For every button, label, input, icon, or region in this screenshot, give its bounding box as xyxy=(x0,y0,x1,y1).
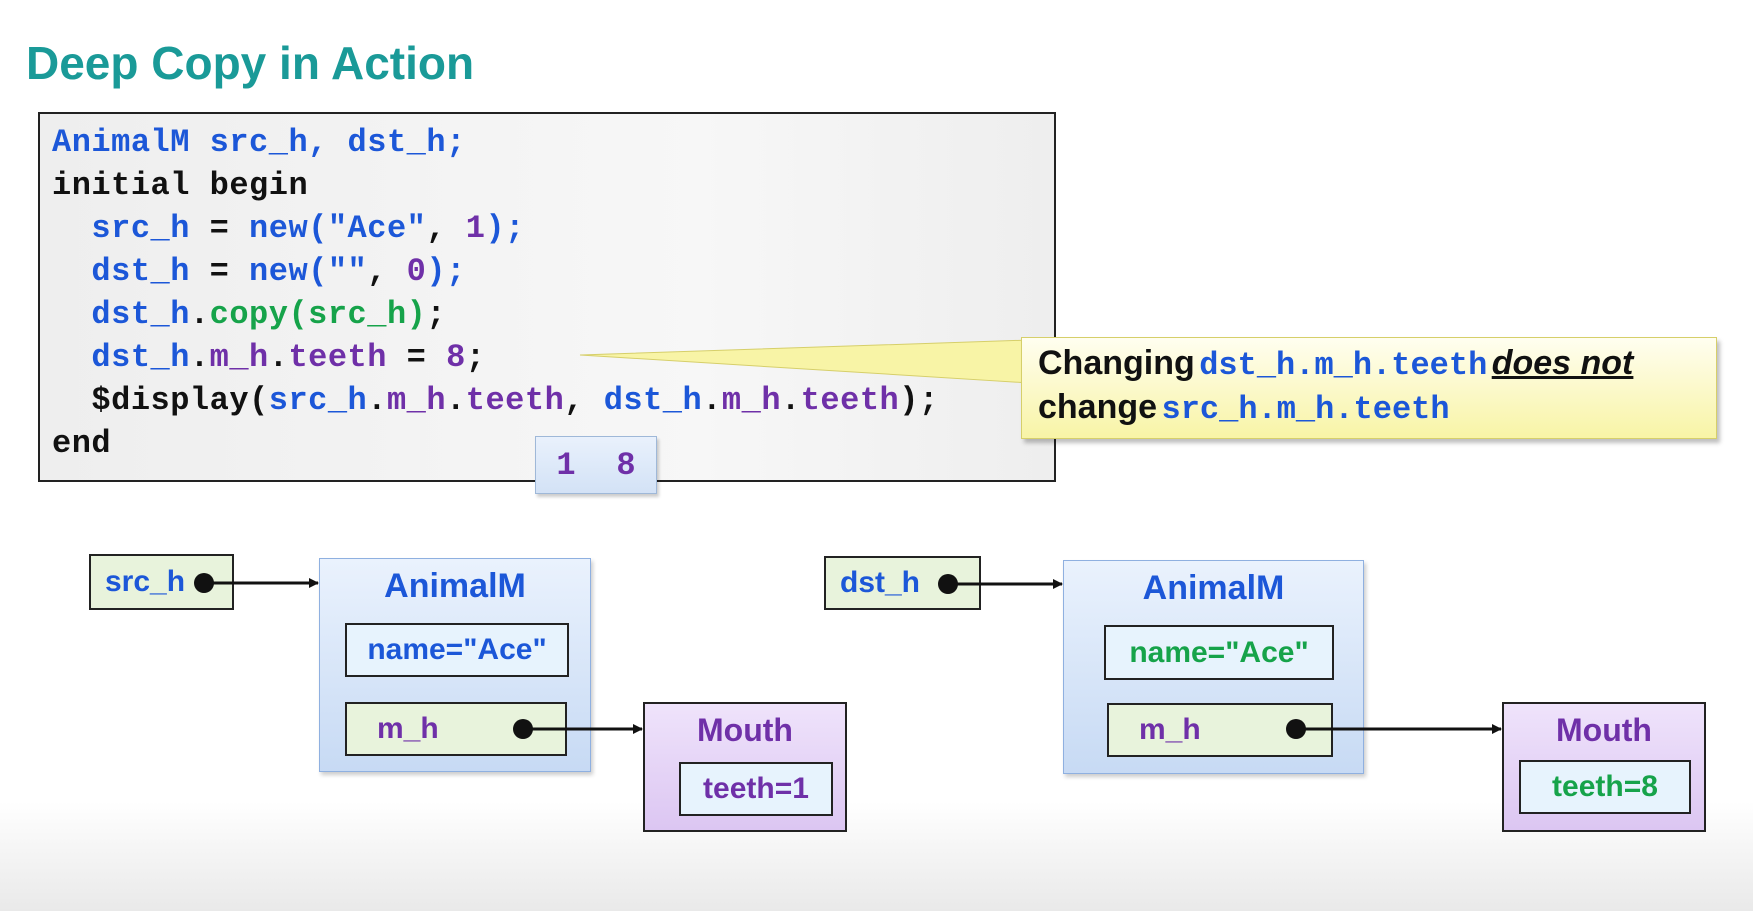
src-object-title: AnimalM xyxy=(384,567,526,605)
code-line-6: dst_h.m_h.teeth = 8; xyxy=(52,339,485,376)
src-mh-field: m_h xyxy=(345,702,567,756)
code-token: AnimalM xyxy=(52,124,190,161)
code-token: new( xyxy=(249,253,328,290)
code-line-2: initial begin xyxy=(52,167,308,204)
src-mouth-title: Mouth xyxy=(697,712,793,748)
dst-handle-label: dst_h xyxy=(840,566,921,599)
dst-mh-field: m_h xyxy=(1107,703,1333,757)
code-token: = xyxy=(189,210,250,247)
callout-line-2: change src_h.m_h.teeth xyxy=(1038,388,1700,432)
code-token: "" xyxy=(327,253,368,290)
code-token: ; xyxy=(465,339,486,376)
code-token: teeth xyxy=(288,339,387,376)
code-token: src_h, dst_h; xyxy=(209,124,466,161)
code-token: src_h xyxy=(91,210,190,247)
callout-line-1: Changing dst_h.m_h.teeth does not xyxy=(1038,344,1700,388)
code-token: = xyxy=(386,339,447,376)
code-token: , xyxy=(367,253,407,290)
dst-handle-box: dst_h xyxy=(824,556,981,610)
src-teeth-field: teeth=1 xyxy=(679,762,833,816)
callout-code: src_h.m_h.teeth xyxy=(1161,391,1450,428)
code-block: AnimalM src_h, dst_h; initial begin src_… xyxy=(38,112,1056,482)
code-line-4: dst_h = new("", 0); xyxy=(52,253,466,290)
code-token: copy(src_h) xyxy=(209,296,427,333)
code-token: m_h xyxy=(209,339,269,376)
src-mouth-object: Mouth teeth=1 xyxy=(643,702,847,832)
code-token: , xyxy=(564,382,604,419)
code-token: dst_h xyxy=(91,339,190,376)
code-token: . xyxy=(268,339,289,376)
code-token: = xyxy=(189,253,250,290)
dst-animal-object: AnimalM name="Ace" m_h xyxy=(1063,560,1364,774)
code-line-5: dst_h.copy(src_h); xyxy=(52,296,446,333)
code-token: m_h xyxy=(386,382,447,419)
code-line-7: $display(src_h.m_h.teeth, dst_h.m_h.teet… xyxy=(91,382,939,419)
callout-code: dst_h.m_h.teeth xyxy=(1199,347,1488,384)
code-token: initial begin xyxy=(52,167,309,204)
code-token: ); xyxy=(426,253,466,290)
code-token: . xyxy=(189,339,210,376)
code-token: new( xyxy=(249,210,328,247)
slide-title: Deep Copy in Action xyxy=(26,37,475,89)
dst-mouth-title: Mouth xyxy=(1556,712,1652,748)
code-line-8: end xyxy=(52,425,111,462)
src-handle-box: src_h xyxy=(89,554,234,610)
callout-text: Changing xyxy=(1038,344,1195,382)
code-token: dst_h xyxy=(91,296,190,333)
code-token: , xyxy=(426,210,466,247)
src-name-field: name="Ace" xyxy=(345,623,569,677)
dst-mouth-object: Mouth teeth=8 xyxy=(1502,702,1706,832)
code-token: teeth xyxy=(465,382,565,419)
code-token: src_h xyxy=(268,382,368,419)
callout-emphasis: does not xyxy=(1491,344,1634,382)
dst-name-field: name="Ace" xyxy=(1104,625,1334,680)
src-handle-label: src_h xyxy=(105,565,186,598)
dst-teeth-field: teeth=8 xyxy=(1519,760,1691,814)
code-token: 8 xyxy=(446,339,466,376)
code-token: ); xyxy=(899,382,939,419)
src-animal-object: AnimalM name="Ace" m_h xyxy=(319,558,591,772)
code-token: end xyxy=(52,425,112,462)
callout-text: change xyxy=(1038,388,1158,426)
code-token: 1 xyxy=(465,210,486,247)
code-line-3: src_h = new("Ace", 1); xyxy=(52,210,525,247)
dst-object-title: AnimalM xyxy=(1142,569,1285,607)
code-token: . xyxy=(189,296,210,333)
code-token: dst_h xyxy=(91,253,190,290)
output-value-1: 1 xyxy=(556,446,576,484)
output-value-2: 8 xyxy=(616,446,636,484)
code-token: m_h xyxy=(721,382,782,419)
display-output: 1 8 xyxy=(535,436,657,494)
code-token: "Ace" xyxy=(327,210,427,247)
code-token: teeth xyxy=(800,382,900,419)
callout-note: Changing dst_h.m_h.teeth does not change… xyxy=(1021,337,1717,439)
code-token: dst_h xyxy=(603,382,703,419)
code-token: $display( xyxy=(91,382,269,419)
code-token: 0 xyxy=(406,253,427,290)
code-token: ); xyxy=(485,210,525,247)
code-token: ; xyxy=(426,296,447,333)
code-line-1: AnimalM src_h, dst_h; xyxy=(52,124,466,161)
